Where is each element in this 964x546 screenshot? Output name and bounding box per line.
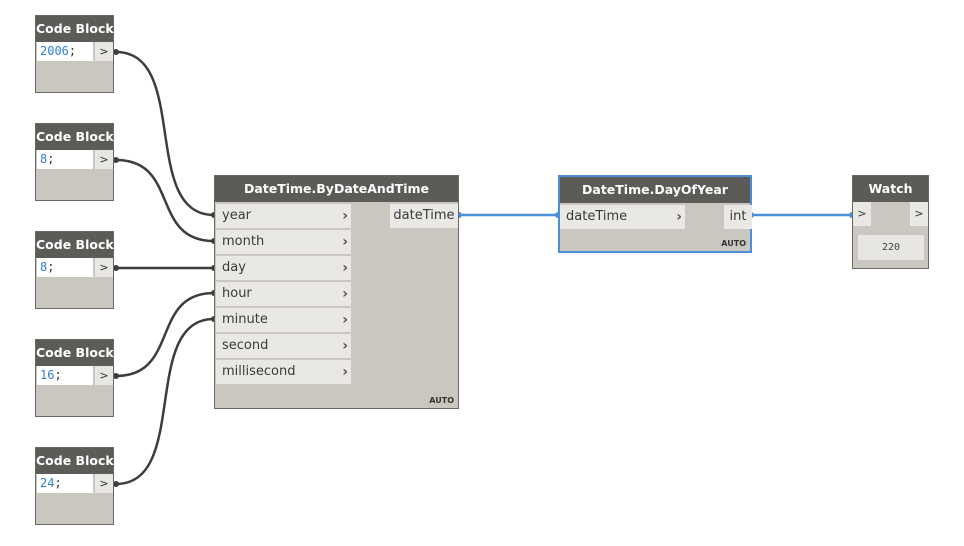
input-port-millisecond[interactable]: millisecond› xyxy=(216,360,351,384)
chevron-right-icon: › xyxy=(342,260,348,276)
node-title: Code Block xyxy=(36,16,114,42)
code-block-node-day[interactable]: Code Block 8; > xyxy=(35,231,114,309)
chevron-right-icon: › xyxy=(342,364,348,380)
code-block-node-hour[interactable]: Code Block 16; > xyxy=(35,339,114,417)
chevron-right-icon: › xyxy=(676,209,682,225)
code-input[interactable]: 24; xyxy=(37,474,93,493)
code-block-node-month[interactable]: Code Block 8; > xyxy=(35,123,114,201)
code-input[interactable]: 16; xyxy=(37,366,93,385)
code-block-node-year[interactable]: Code Block 2006; > xyxy=(35,15,114,93)
code-input[interactable]: 8; xyxy=(37,150,93,169)
lacing-badge: AUTO xyxy=(429,396,454,405)
output-port[interactable]: > xyxy=(95,42,113,61)
output-port[interactable]: > xyxy=(95,474,113,493)
input-port[interactable]: > xyxy=(853,202,871,226)
input-port-second[interactable]: second› xyxy=(216,334,351,358)
input-port-year[interactable]: year› xyxy=(216,204,351,228)
output-port[interactable]: > xyxy=(95,366,113,385)
chevron-right-icon: › xyxy=(342,312,348,328)
watch-value: 220 xyxy=(858,235,924,260)
code-block-node-minute[interactable]: Code Block 24; > xyxy=(35,447,114,525)
wire-minute[interactable] xyxy=(115,317,215,486)
chevron-right-icon: › xyxy=(342,208,348,224)
node-title: DateTime.ByDateAndTime xyxy=(215,176,458,202)
node-title: Code Block xyxy=(36,448,114,474)
wire-month[interactable] xyxy=(115,158,215,243)
output-port[interactable]: > xyxy=(95,150,113,169)
input-port-minute[interactable]: minute› xyxy=(216,308,351,332)
code-input[interactable]: 8; xyxy=(37,258,93,277)
input-port-hour[interactable]: hour› xyxy=(216,282,351,306)
lacing-badge: AUTO xyxy=(721,239,746,248)
input-port-datetime[interactable]: dateTime› xyxy=(560,205,685,229)
node-title: Watch xyxy=(853,176,928,202)
node-title: Code Block xyxy=(36,232,114,258)
node-title: DateTime.DayOfYear xyxy=(560,177,750,203)
output-port-datetime[interactable]: dateTime xyxy=(390,204,458,228)
chevron-right-icon: › xyxy=(342,286,348,302)
node-title: Code Block xyxy=(36,124,114,150)
wire-hour[interactable] xyxy=(115,291,215,378)
output-port-int[interactable]: int xyxy=(724,205,752,229)
output-port[interactable]: > xyxy=(95,258,113,277)
chevron-right-icon: › xyxy=(342,338,348,354)
input-port-day[interactable]: day› xyxy=(216,256,351,280)
datetime-dayofyear-node[interactable]: DateTime.DayOfYear dateTime› int AUTO xyxy=(558,175,752,253)
output-port[interactable]: > xyxy=(910,202,928,226)
wire-year[interactable] xyxy=(115,50,215,217)
code-input[interactable]: 2006; xyxy=(37,42,93,61)
node-title: Code Block xyxy=(36,340,114,366)
chevron-right-icon: › xyxy=(342,234,348,250)
watch-node[interactable]: Watch > > 220 xyxy=(852,175,929,269)
input-port-month[interactable]: month› xyxy=(216,230,351,254)
datetime-bydateandtime-node[interactable]: DateTime.ByDateAndTime year› month› day›… xyxy=(214,175,459,409)
